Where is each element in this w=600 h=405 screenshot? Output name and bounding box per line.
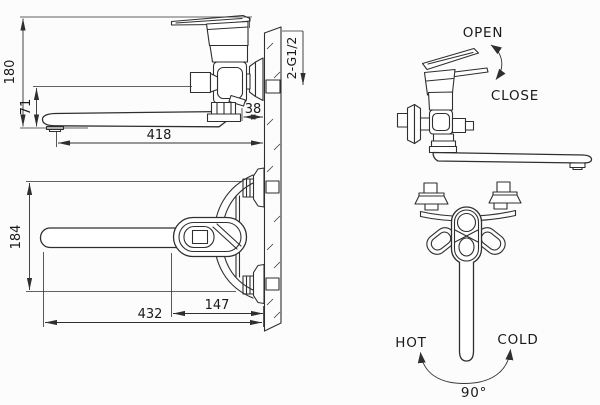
hot-label: HOT [395, 335, 426, 351]
plan-view: 184 147 432 [9, 167, 280, 327]
dim-overall-length: 432 [43, 252, 264, 327]
close-label: CLOSE [491, 88, 539, 104]
wall-fitting-bottom [265, 277, 280, 291]
spout-front-view [458, 262, 475, 362]
dim-418-label: 418 [147, 128, 172, 143]
faucet-body [170, 14, 251, 123]
cold-label: COLD [497, 332, 538, 348]
swivel-angle-label: 90° [461, 385, 487, 401]
dim-71-label: 71 [19, 99, 34, 116]
wall-fitting [265, 79, 281, 94]
thread-callout: 2-G1/2 [282, 30, 306, 85]
aerator [569, 162, 586, 169]
dim-184-label: 184 [9, 225, 24, 250]
dim-overall-depth: 184 [9, 181, 242, 292]
open-label: OPEN [463, 25, 504, 41]
mount-top [242, 167, 265, 208]
mount-bottom [242, 263, 265, 305]
dim-spout-axis-height: 71 [19, 86, 192, 127]
diverter [228, 94, 247, 107]
dim-147-label: 147 [205, 298, 230, 313]
dim-180-label: 180 [3, 60, 18, 85]
faucet-operation [396, 47, 593, 171]
open-close-arrow [490, 44, 506, 80]
dim-overall-height: 180 [3, 16, 252, 129]
wall-hatching [266, 42, 281, 319]
operation-view: OPEN CLOSE [396, 25, 593, 171]
wall-fitting-top [265, 180, 280, 194]
lever-open [421, 47, 480, 71]
handle-top-view [172, 216, 248, 258]
check-valve [189, 71, 212, 94]
dim-body-to-wall: 147 [171, 253, 263, 317]
dim-wall-projection: 38 [241, 102, 263, 121]
swivel-arc-arrow [417, 349, 514, 384]
thread-spec-label: 2-G1/2 [284, 37, 299, 80]
handle-front [450, 206, 483, 265]
dim-432-label: 432 [138, 307, 163, 322]
dim-spout-reach: 418 [56, 128, 263, 147]
dim-38-label: 38 [245, 102, 262, 117]
front-view: HOT COLD 90° [395, 181, 538, 401]
escutcheon [245, 57, 264, 102]
spout [41, 110, 227, 133]
faucet-front [414, 181, 522, 362]
side-view: 180 71 418 38 2-G1/2 [3, 14, 306, 147]
spout-flange [206, 113, 242, 123]
